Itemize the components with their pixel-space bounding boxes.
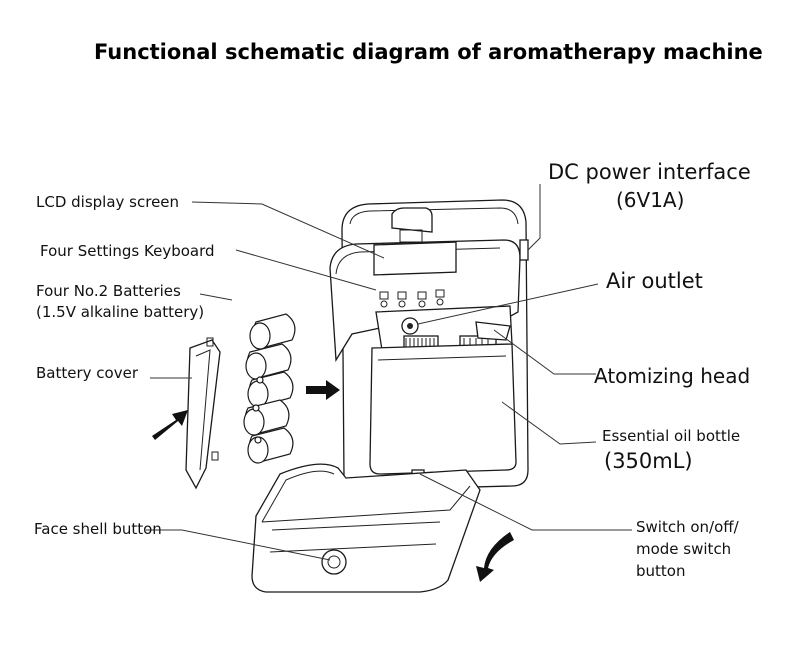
battery-cover-drawing: [185, 337, 221, 490]
label-batteries-spec: (1.5V alkaline battery): [36, 303, 205, 321]
leader-lines: [146, 184, 632, 561]
label-switch-line2: mode switch: [636, 540, 732, 558]
label-atomizing-head: Atomizing head: [594, 364, 751, 388]
label-oil-bottle: Essential oil bottle: [602, 427, 741, 445]
label-dc-spec: (6V1A): [616, 188, 685, 212]
label-face-shell-button: Face shell button: [34, 520, 162, 538]
diagram-title: Functional schematic diagram of aromathe…: [94, 40, 763, 64]
label-batteries: Four No.2 Batteries: [36, 282, 181, 300]
batteries-drawing: [243, 313, 296, 464]
label-dc-power: DC power interface: [548, 160, 751, 184]
label-oil-volume: (350mL): [604, 449, 693, 473]
label-lcd-display: LCD display screen: [36, 193, 180, 211]
label-switch-line1: Switch on/off/: [636, 518, 739, 536]
oil-bottle-drawing: [369, 343, 517, 475]
arrow-into-device: [306, 380, 340, 400]
label-battery-cover: Battery cover: [36, 364, 138, 382]
arrow-into-cover: [152, 410, 188, 440]
label-settings-keyboard: Four Settings Keyboard: [40, 242, 215, 260]
label-air-outlet: Air outlet: [606, 269, 703, 293]
device-body-drawing: [251, 199, 529, 593]
label-switch-line3: button: [636, 562, 686, 580]
rotation-arrow: [476, 532, 514, 582]
